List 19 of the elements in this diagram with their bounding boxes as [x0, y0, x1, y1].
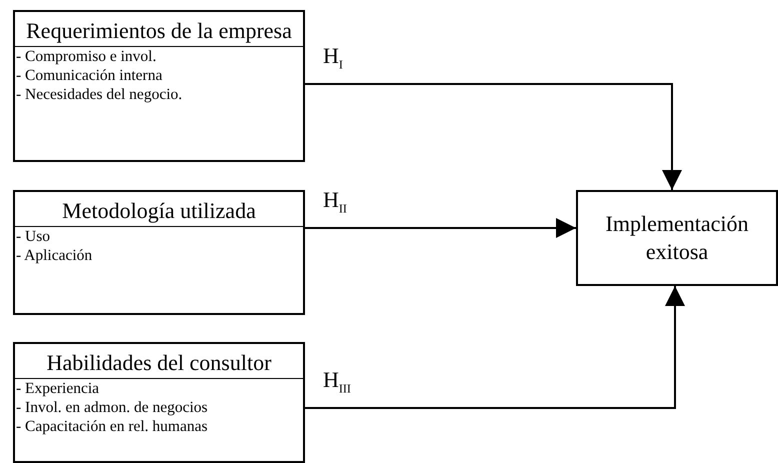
outcome-box: [576, 190, 778, 286]
list-item: - Uso: [15, 227, 52, 246]
arrow: [305, 83, 682, 190]
list-item: - Capacitación en rel. humanas: [15, 417, 209, 436]
box-heading: Metodología utilizada: [15, 192, 303, 227]
list-item: - Comunicación interna: [15, 66, 164, 85]
box-heading: Habilidades del consultor: [15, 344, 303, 379]
arrow: [305, 286, 685, 409]
list-item: - Necesidades del negocio.: [15, 85, 184, 104]
list-item: - Compromiso e invol.: [15, 47, 158, 66]
list-item: - Experiencia: [15, 379, 100, 398]
box-heading: Requerimientos de la empresa: [15, 12, 303, 47]
box-title: Implementación exitosa: [604, 210, 750, 266]
arrow: [305, 218, 576, 238]
factor-box: [13, 10, 305, 162]
factor-box: [13, 342, 305, 463]
list-item: - Aplicación: [15, 246, 94, 265]
factor-box: [13, 190, 305, 315]
list-item: - Invol. en admon. de negocios: [15, 398, 209, 417]
